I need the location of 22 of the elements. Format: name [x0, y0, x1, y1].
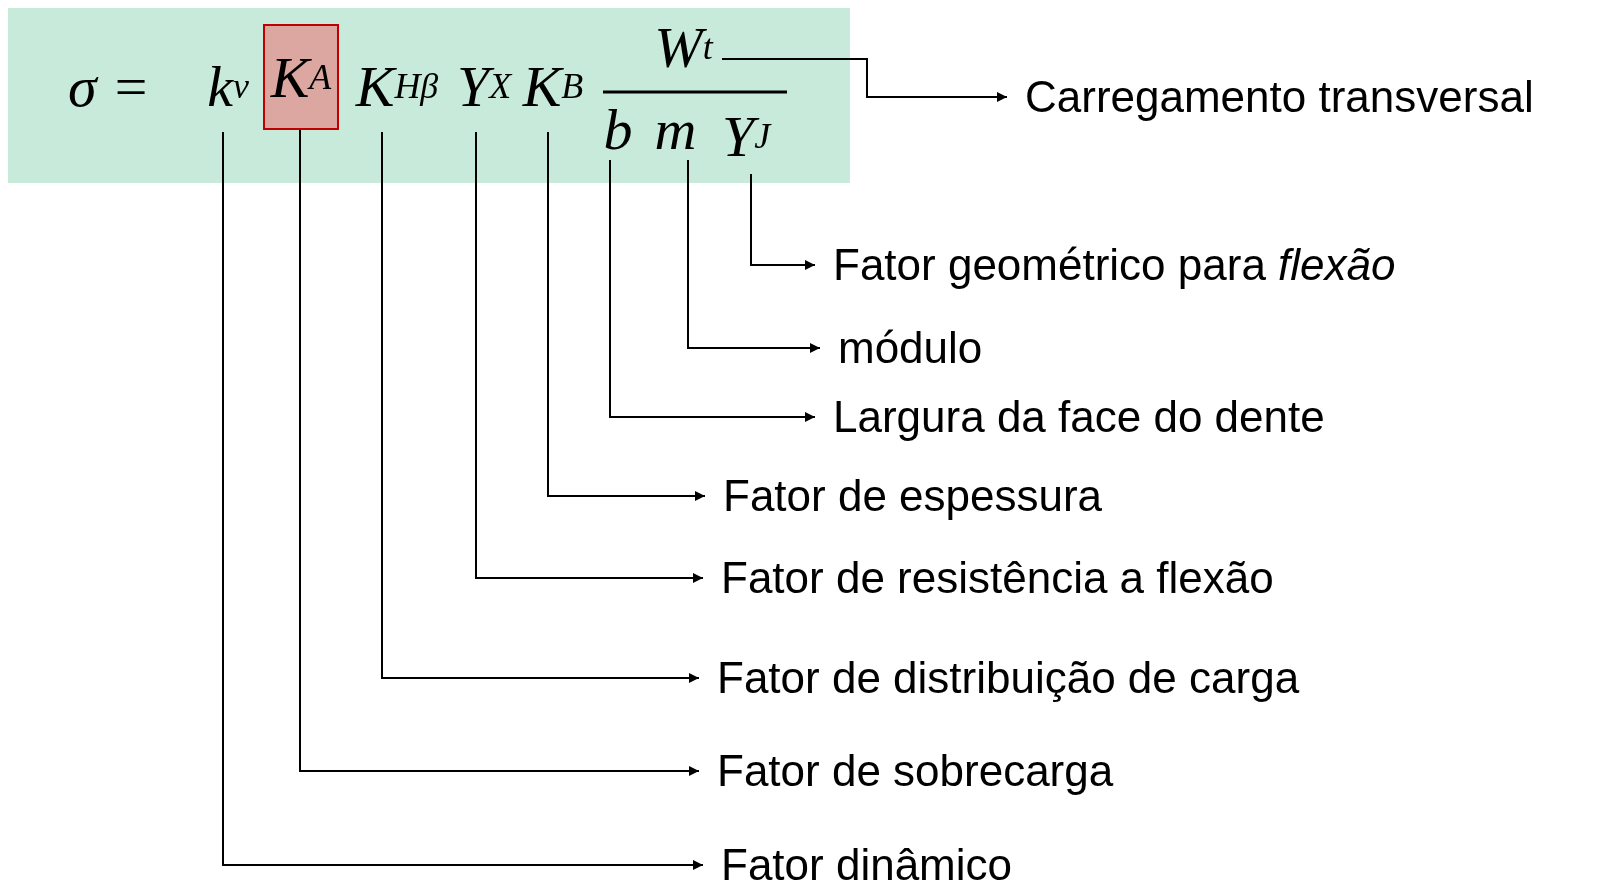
leader-line: [687, 159, 821, 353]
formula-text: σ =: [68, 52, 151, 121]
leader-line: [547, 131, 706, 501]
leader-line: [475, 131, 704, 583]
description-label: Largura da face do dente: [815, 387, 1325, 447]
formula-symbol: b: [598, 98, 638, 160]
leader-line: [299, 129, 700, 776]
leader-line: [222, 131, 704, 870]
leader-line: [609, 159, 816, 422]
leader-line: [381, 131, 700, 683]
description-label: módulo: [820, 318, 983, 378]
description-label: Fator de sobrecarga: [699, 741, 1114, 801]
description-label: Fator de distribuição de carga: [699, 648, 1300, 708]
leader-line: [750, 173, 816, 270]
formula-band: [8, 8, 850, 183]
formula-symbol: m: [648, 98, 703, 160]
description-label: Fator de resistência a flexão: [703, 548, 1274, 608]
description-label: Fator de espessura: [705, 466, 1103, 526]
description-label: Fator geométrico para flexão: [815, 235, 1396, 295]
description-label: Carregamento transversal: [1007, 67, 1534, 127]
leader-line: [721, 58, 1008, 102]
description-label: Fator dinâmico: [703, 835, 1012, 888]
